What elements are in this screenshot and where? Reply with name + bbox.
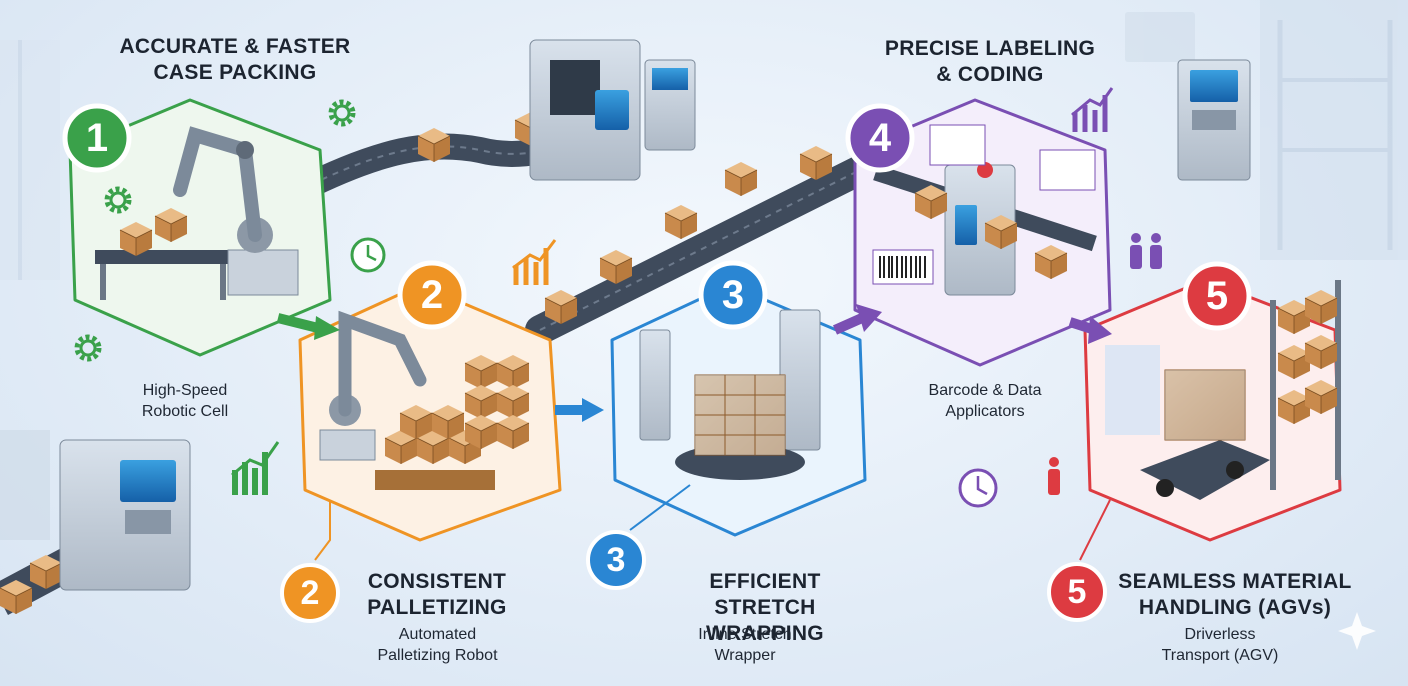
label-badge-3 [586,530,646,590]
background-warehouse [0,0,1408,280]
label-number-3: 3 [606,541,626,579]
step-number-5: 5 [1205,274,1229,318]
agv-icon [1140,369,1270,500]
step-badge-4 [845,103,915,173]
step-5-title-line1: SEAMLESS MATERIAL [1118,570,1352,593]
robot-arm-icon [173,126,299,296]
step-5-title: SEAMLESS MATERIAL HANDLING (AGVs) [1105,569,1365,621]
barcode-icon [872,249,934,285]
robot-arm-icon [319,310,427,461]
step-4-title: PRECISE LABELING & CODING [860,36,1120,88]
hex-step-3 [610,283,867,537]
step-3-sub-line2: Wrapper [714,647,776,664]
step-badge-3 [698,260,768,330]
label-connectors [314,484,1111,561]
step-1-sub-line2: Robotic Cell [141,403,229,420]
step-3-title: EFFICIENT STRETCH WRAPPING [655,569,875,647]
step-1-sub-line1: High-Speed [142,382,228,399]
conveyor-middle [525,145,875,345]
step-1-title-line2: CASE PACKING [153,61,317,84]
storage-rack [1270,280,1341,490]
people-icon [1048,233,1162,495]
step-2-sub-line2: Palletizing Robot [377,647,498,664]
sparkle-icon [1338,612,1376,650]
step-5-sub-line1: Driverless [1184,626,1256,643]
step-1-subtitle: High-Speed Robotic Cell [110,380,260,422]
step-badge-1 [62,103,132,173]
label-number-2: 2 [300,574,320,612]
step-3-title-line2: STRETCH WRAPPING [706,596,824,645]
label-badge-5 [1047,562,1107,622]
step-3-sub-line1: Inline Stretch [698,626,792,643]
step-2-title-line1: CONSISTENT [367,570,507,593]
step-number-1: 1 [85,116,109,160]
step-4-sub-line1: Barcode & Data [928,382,1042,399]
step-badge-2 [397,260,467,330]
tunnel-machine-top [529,39,696,181]
step-2-subtitle: Automated Palletizing Robot [350,624,525,666]
step-4-sub-line2: Applicators [945,403,1025,420]
hex-step-5 [1083,278,1342,542]
step-4-subtitle: Barcode & Data Applicators [900,380,1070,422]
hex-step-4 [853,98,1112,367]
clock-icon [350,237,998,508]
step-number-4: 4 [868,116,892,160]
step-number-3: 3 [721,273,745,317]
label-badge-2 [280,563,340,623]
label-number-5: 5 [1067,573,1087,611]
step-5-sub-line2: Transport (AGV) [1161,647,1279,664]
step-1-title-line1: ACCURATE & FASTER [119,35,351,58]
hex-step-1 [68,98,332,357]
kiosk-top-right [1177,59,1251,181]
step-4-title-line1: PRECISE LABELING [884,37,1096,60]
step-4-title-line2: & CODING [936,63,1044,86]
hex-step-2 [298,283,562,542]
flow-arrows [276,304,1112,422]
step-5-title-line2: HANDLING (AGVs) [1138,596,1332,619]
step-2-title: CONSISTENT PALLETIZING [352,569,522,621]
step-3-title-line1: EFFICIENT [709,570,821,593]
step-5-subtitle: Driverless Transport (AGV) [1125,624,1315,666]
step-2-sub-line1: Automated [398,626,477,643]
step-number-2: 2 [420,273,444,317]
growth-chart-icon [231,87,1114,495]
step-2-title-line2: PALLETIZING [367,596,507,619]
step-badge-5 [1182,261,1252,331]
step-3-subtitle: Inline Stretch Wrapper [665,624,825,666]
machine-bottom-left [0,430,191,615]
step-1-title: ACCURATE & FASTER CASE PACKING [95,34,375,86]
